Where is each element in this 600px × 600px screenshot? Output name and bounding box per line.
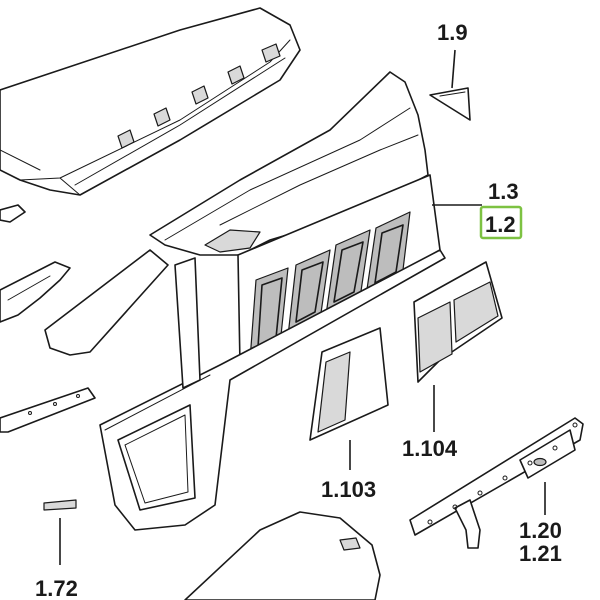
callout-1-2: 1.2	[485, 212, 516, 237]
callout-1-9: 1.9	[437, 20, 468, 45]
floor-panel	[184, 511, 381, 600]
part-1-72-clip	[43, 499, 77, 565]
highlight-box	[479, 205, 523, 240]
roof-clip	[117, 43, 281, 149]
left-hinge-bracket	[0, 204, 71, 323]
callout-1-103: 1.103	[321, 477, 376, 502]
callout-1-20: 1.20	[519, 518, 562, 543]
callout-1-104: 1.104	[402, 436, 458, 461]
part-1-9-gusset	[429, 49, 471, 121]
callout-1-3: 1.3	[488, 179, 519, 204]
part-1-103-window	[309, 327, 389, 470]
roof-panel	[0, 7, 301, 196]
part-1-104-window	[413, 261, 503, 432]
callout-1-21: 1.21	[519, 541, 562, 566]
cab-body	[44, 71, 446, 531]
callout-1-72: 1.72	[35, 576, 78, 600]
part-1-20-bracket	[409, 417, 584, 549]
side-trim-strip	[0, 387, 96, 433]
